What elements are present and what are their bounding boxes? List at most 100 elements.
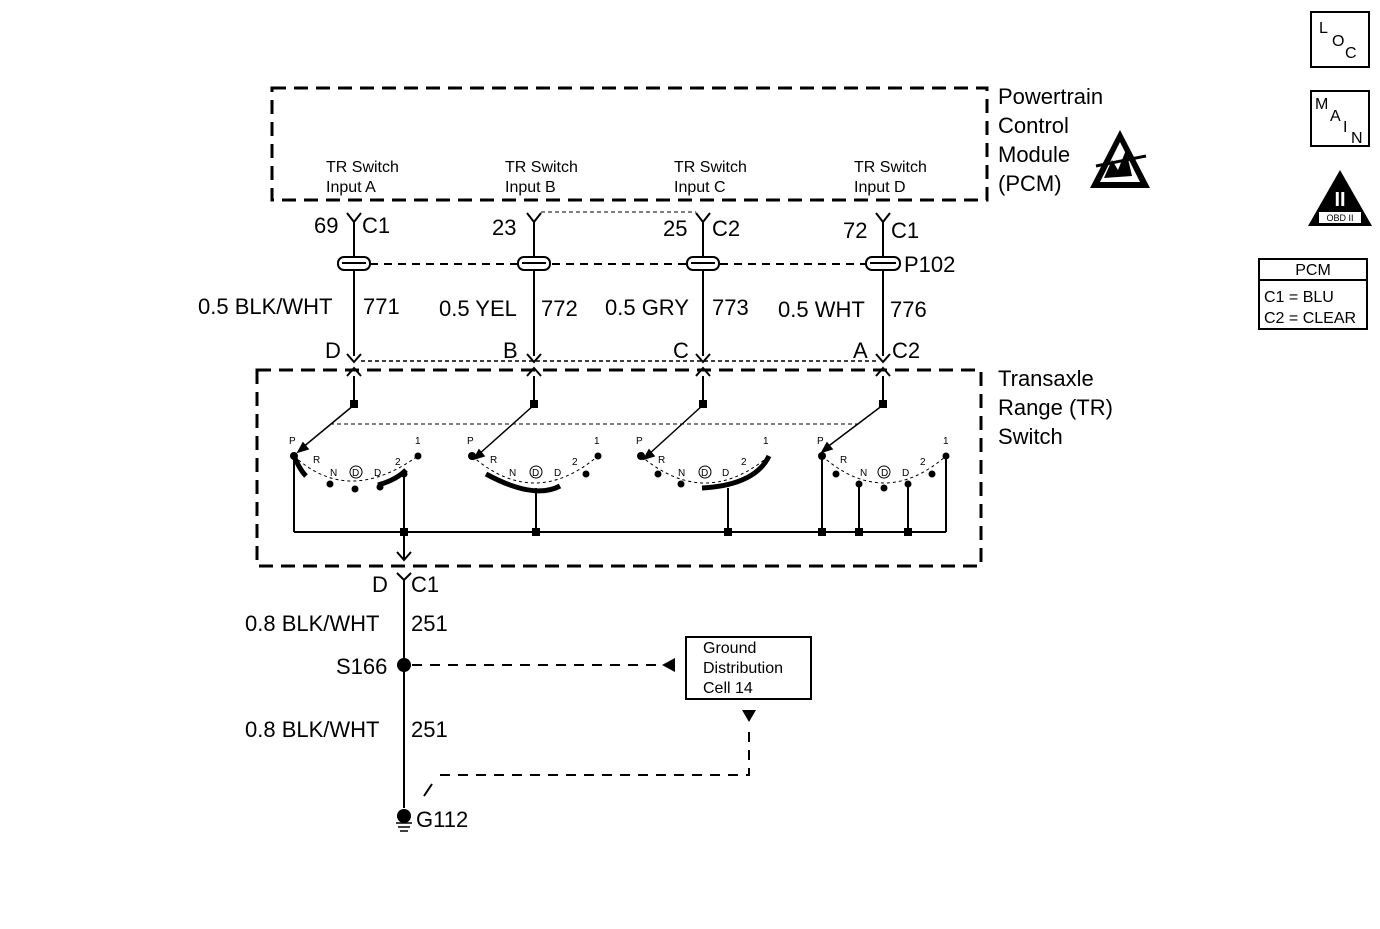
svg-text:N: N (860, 468, 867, 479)
wire-771-circuit: 771 (363, 294, 400, 319)
svg-text:N: N (509, 468, 516, 479)
ground-icon (396, 822, 412, 832)
pin-25: 25 (663, 216, 687, 241)
svg-text:O: O (1332, 33, 1344, 50)
ground-ref-box[interactable] (685, 636, 812, 700)
ground-g112 (397, 809, 411, 823)
wire-776-color: 0.5 WHT (778, 297, 865, 322)
wire-runs (353, 222, 884, 356)
svg-text:II: II (1334, 189, 1345, 211)
svg-text:D: D (532, 468, 539, 479)
tr-terminal-a: A (853, 338, 868, 363)
tr-title-1: Transaxle (998, 366, 1094, 391)
pcm-terminals (346, 212, 891, 224)
tr-title-2: Range (TR) (998, 395, 1113, 420)
tr-connector-c2: C2 (892, 338, 920, 363)
svg-text:P: P (817, 436, 824, 447)
svg-text:1: 1 (763, 436, 769, 447)
pin-72: 72 (843, 218, 867, 243)
pcm-input-a-line2: Input A (326, 179, 376, 196)
ground-ref-down-arrow-icon (742, 710, 756, 722)
svg-text:2: 2 (920, 457, 926, 468)
svg-text:N: N (1351, 130, 1363, 147)
pcm-input-c-line1: TR Switch (674, 159, 747, 176)
wire-251-circuit-1: 251 (411, 611, 448, 636)
ground-ref-dashed (440, 732, 750, 776)
svg-text:2: 2 (395, 457, 401, 468)
switch-c-arc (637, 452, 772, 491)
pcm-connector-d: C1 (891, 218, 919, 243)
svg-text:C2 = CLEAR: C2 = CLEAR (1264, 310, 1356, 327)
svg-text:D: D (881, 468, 888, 479)
svg-text:R: R (313, 455, 320, 466)
svg-text:P: P (467, 436, 474, 447)
ground-label: G112 (416, 807, 468, 832)
ground-connector-c1: C1 (411, 572, 439, 597)
pcm-input-c-line2: Input C (674, 179, 726, 196)
position-labels: P R N D D 2 1 P R N D D 2 1 P R N D D 2 … (289, 436, 949, 479)
switch-d-arc (818, 452, 950, 492)
tr-terminal-b: B (503, 338, 518, 363)
svg-text:OBD II: OBD II (1326, 213, 1353, 223)
wire-251-circuit-2: 251 (411, 717, 448, 742)
tr-terminal-d: D (325, 338, 341, 363)
svg-text:I: I (1343, 119, 1347, 136)
pcm-title-3: Module (998, 142, 1070, 167)
svg-text:D: D (352, 468, 359, 479)
pcm-input-d-line1: TR Switch (854, 159, 927, 176)
p102-label: P102 (904, 252, 955, 277)
svg-text:N: N (330, 468, 337, 479)
wire-776-circuit: 776 (890, 297, 927, 322)
switch-b-arc (468, 452, 602, 494)
ground-wire (396, 532, 412, 808)
obd-ii-icon[interactable]: II OBD II (1308, 170, 1372, 226)
splice-ref-arrow-icon (662, 658, 675, 672)
svg-text:1: 1 (943, 436, 949, 447)
ground-ref-tick (423, 783, 433, 797)
svg-text:A: A (1330, 108, 1341, 125)
esd-warning-icon (1090, 130, 1150, 188)
svg-text:R: R (840, 455, 847, 466)
tr-switch-box (255, 368, 983, 568)
svg-text:R: R (658, 455, 665, 466)
tr-terminal-c: C (673, 338, 689, 363)
svg-text:D: D (722, 468, 729, 479)
loc-icon[interactable]: L O C (1310, 11, 1370, 68)
splice-label: S166 (336, 654, 387, 679)
wire-251-color-2: 0.8 BLK/WHT (245, 717, 379, 742)
wiper-arrows (296, 404, 884, 461)
ground-ref-line1: Ground (703, 640, 756, 657)
switch-stems (350, 376, 887, 408)
pcm-title-2: Control (998, 113, 1069, 138)
pcm-input-b-line1: TR Switch (505, 159, 578, 176)
svg-text:P: P (636, 436, 643, 447)
svg-text:2: 2 (572, 457, 578, 468)
svg-text:2: 2 (741, 457, 747, 468)
pcm-connector-a: C1 (362, 213, 390, 238)
wire-772-color: 0.5 YEL (439, 296, 517, 321)
svg-text:P: P (289, 436, 296, 447)
svg-text:PCM: PCM (1295, 262, 1331, 279)
p102-connector-bodies (337, 256, 901, 271)
main-icon[interactable]: M A I N (1310, 90, 1370, 147)
pcm-title-1: Powertrain (998, 84, 1103, 109)
pcm-title-4: (PCM) (998, 171, 1062, 196)
svg-text:R: R (490, 455, 497, 466)
pcm-input-b-line2: Input B (505, 179, 556, 196)
tr-title-3: Switch (998, 424, 1063, 449)
ground-ref-line2: Distribution (703, 660, 783, 677)
wire-773-circuit: 773 (712, 295, 749, 320)
pin-69: 69 (314, 213, 338, 238)
svg-text:1: 1 (415, 436, 421, 447)
svg-text:C1 = BLU: C1 = BLU (1264, 289, 1334, 306)
svg-text:1: 1 (594, 436, 600, 447)
pcm-connector-legend: PCM C1 = BLU C2 = CLEAR (1258, 258, 1368, 330)
pin-23: 23 (492, 215, 516, 240)
splice-s166 (397, 658, 411, 672)
ground-terminal-d: D (372, 572, 388, 597)
svg-text:D: D (374, 468, 381, 479)
ground-ref-line3: Cell 14 (703, 680, 753, 697)
pcm-input-d-line2: Input D (854, 179, 906, 196)
pcm-connector-c: C2 (712, 216, 740, 241)
